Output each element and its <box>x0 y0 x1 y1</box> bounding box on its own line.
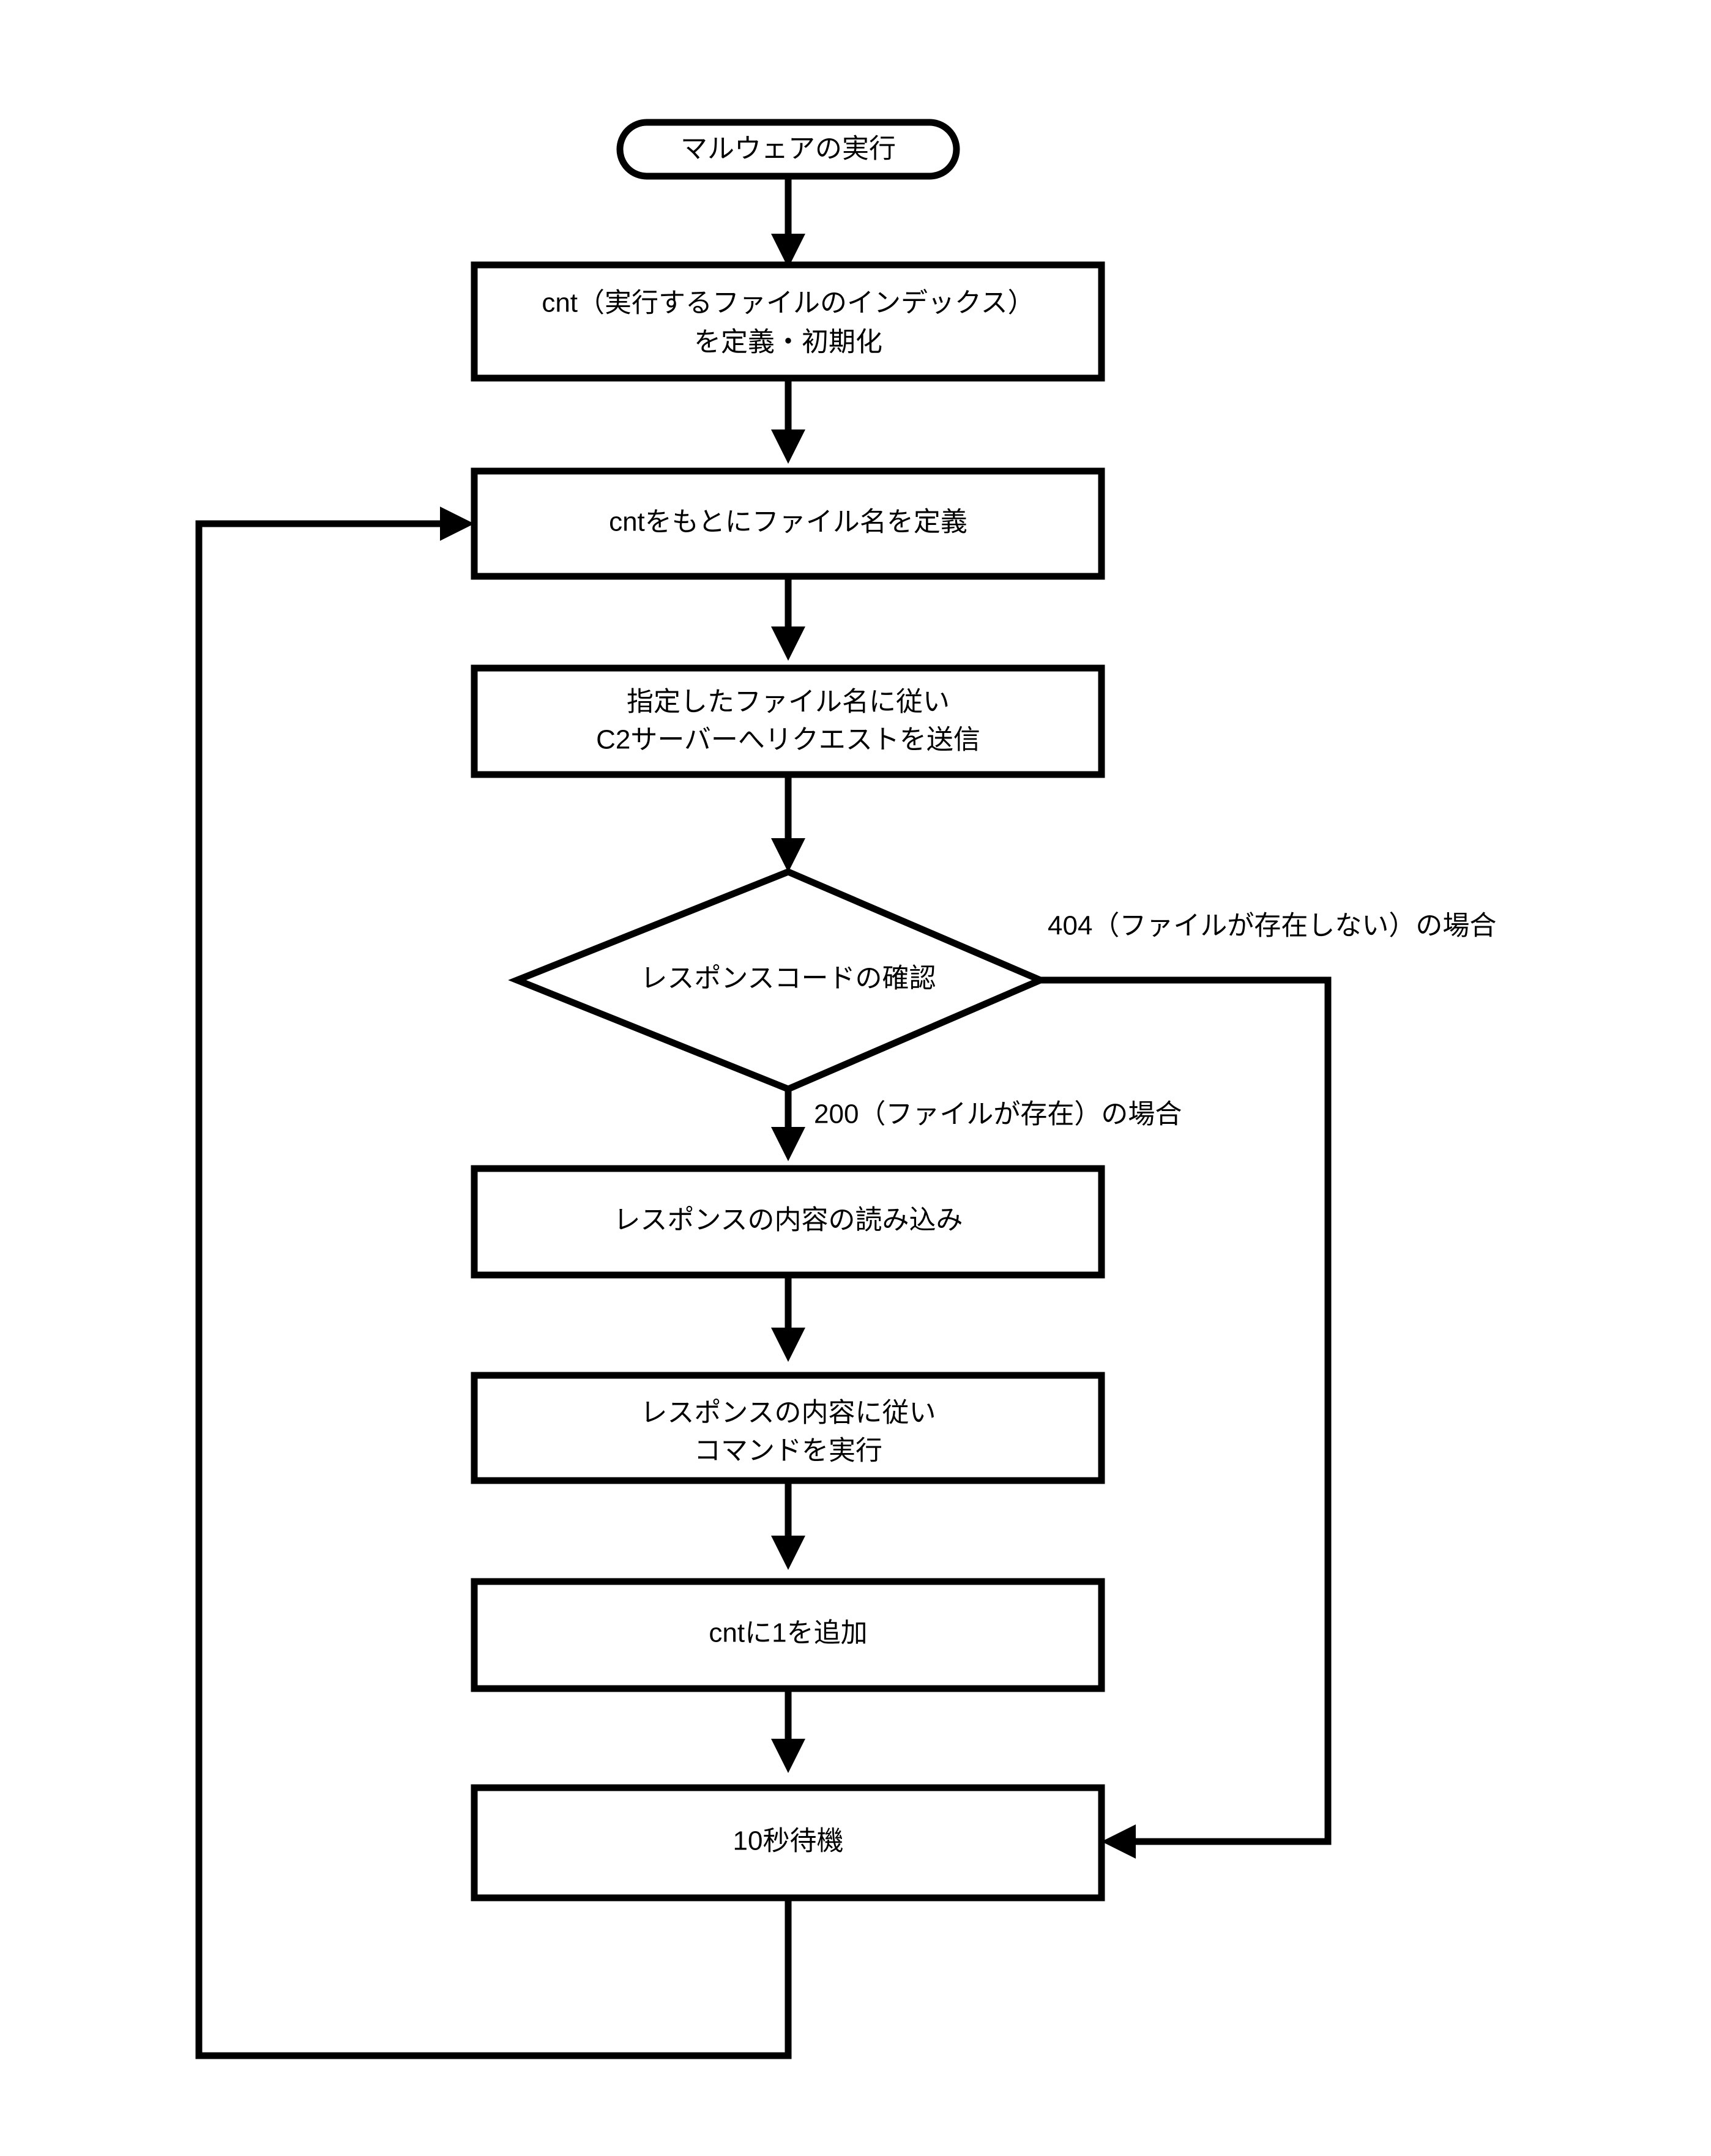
node-init-cnt-shape[interactable] <box>471 261 1105 382</box>
node-start-label: マルウェアの実行 <box>680 134 896 164</box>
node-check-response-code-label: レスポンスコードの確認 <box>640 964 936 994</box>
node-init-cnt-label-line2: を定義・初期化 <box>694 327 882 357</box>
edge-decision-404-to-wait-10s <box>1040 976 1332 1859</box>
node-send-request-label-line1: 指定したファイル名に従い <box>627 687 950 717</box>
node-check-response-code[interactable]: レスポンスコードの確認 <box>508 868 1049 1093</box>
node-increment-cnt-shape[interactable] <box>471 1578 1105 1692</box>
edge-label-404: 404（ファイルが存在しない）の場合 <box>1048 911 1496 941</box>
arrow-head-icon <box>771 626 805 661</box>
edge-init-cnt-to-define-filename <box>771 378 805 464</box>
edge-send-request-to-decision <box>771 775 805 872</box>
edge-label-200: 200（ファイルが存在）の場合 <box>814 1099 1182 1129</box>
edge-execute-command-to-increment-cnt <box>771 1481 805 1570</box>
node-define-filename-shape[interactable] <box>471 467 1105 580</box>
node-start[interactable]: マルウェアの実行 <box>616 119 960 180</box>
node-send-request[interactable]: 指定したファイル名に従い C2サーバーへリクエストを送信 <box>471 664 1105 778</box>
node-send-request-shape[interactable] <box>471 664 1105 778</box>
arrow-head-icon <box>771 429 805 464</box>
node-wait-10s-label: 10秒待機 <box>733 1826 844 1856</box>
node-increment-cnt-label: cntに1を追加 <box>709 1618 867 1648</box>
edge-start-to-init-cnt <box>771 176 805 268</box>
arrow-head-icon <box>771 1739 805 1773</box>
arrow-head-icon <box>1102 1824 1136 1859</box>
edge-wait-10s-loopback-to-define-filename <box>195 507 792 2059</box>
node-start-shape[interactable] <box>616 119 960 180</box>
node-read-response-shape[interactable] <box>471 1165 1105 1279</box>
node-check-response-code-shape[interactable] <box>508 868 1049 1093</box>
arrow-head-icon <box>771 838 805 872</box>
edge-define-filename-to-send-request <box>771 576 805 661</box>
arrow-head-icon <box>771 1127 805 1161</box>
node-define-filename[interactable]: cntをもとにファイル名を定義 <box>471 467 1105 580</box>
node-wait-10s[interactable]: 10秒待機 <box>471 1784 1105 1901</box>
node-send-request-label-line2: C2サーバーへリクエストを送信 <box>596 725 980 755</box>
node-execute-command-label-line1: レスポンスの内容に従い <box>640 1398 936 1428</box>
node-init-cnt[interactable]: cnt（実行するファイルのインデックス） を定義・初期化 <box>471 261 1105 382</box>
node-execute-command-shape[interactable] <box>471 1372 1105 1484</box>
edge-increment-cnt-to-wait-10s <box>771 1689 805 1773</box>
arrow-head-icon <box>440 507 474 541</box>
arrow-head-icon <box>771 234 805 268</box>
node-execute-command[interactable]: レスポンスの内容に従い コマンドを実行 <box>471 1372 1105 1484</box>
node-wait-10s-shape[interactable] <box>471 1784 1105 1901</box>
edge-decision-to-read-response <box>771 1089 805 1161</box>
node-define-filename-label: cntをもとにファイル名を定義 <box>609 507 967 537</box>
arrow-head-icon <box>771 1328 805 1362</box>
node-execute-command-label-line2: コマンドを実行 <box>694 1436 882 1466</box>
node-init-cnt-label-line1: cnt（実行するファイルのインデックス） <box>542 288 1034 318</box>
arrow-head-icon <box>771 1536 805 1570</box>
node-read-response-label: レスポンスの内容の読み込み <box>613 1205 963 1235</box>
edge-read-response-to-execute-command <box>771 1275 805 1362</box>
node-read-response[interactable]: レスポンスの内容の読み込み <box>471 1165 1105 1279</box>
node-increment-cnt[interactable]: cntに1を追加 <box>471 1578 1105 1692</box>
